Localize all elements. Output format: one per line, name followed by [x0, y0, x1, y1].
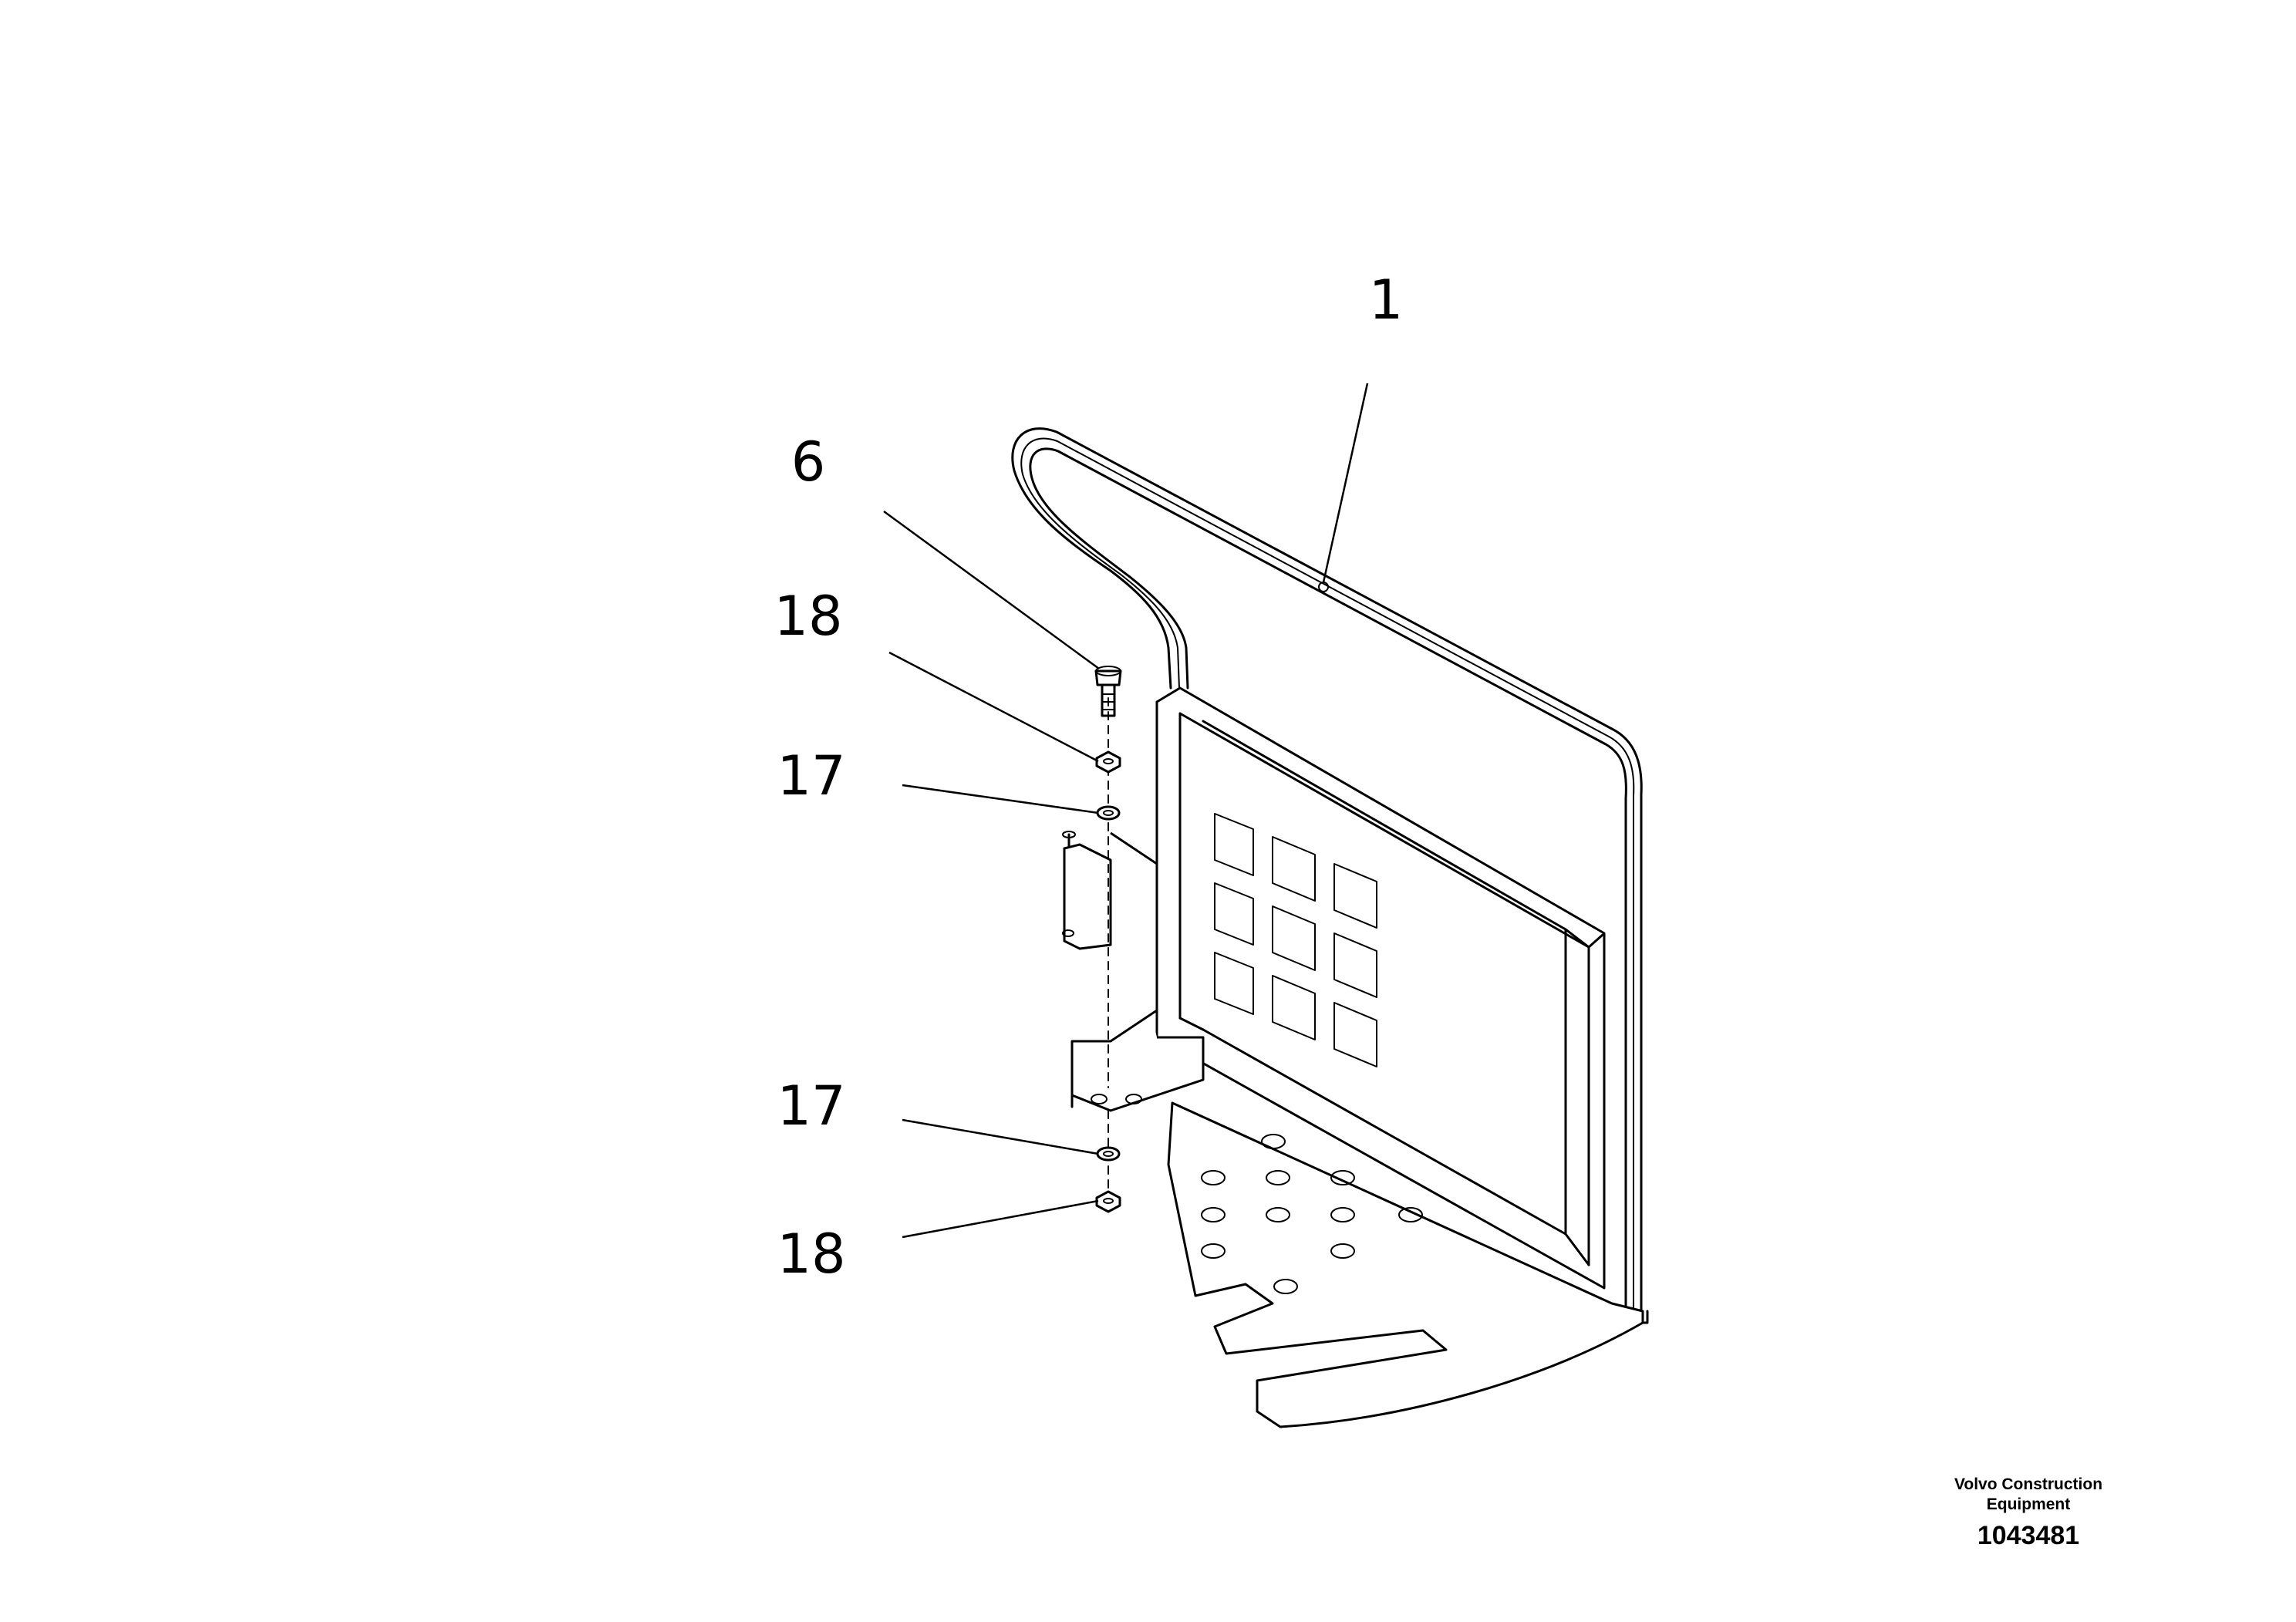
bolt	[1094, 666, 1122, 717]
leader-lines	[883, 383, 1369, 1239]
leader-6	[883, 510, 1100, 670]
leader-18-upper	[888, 651, 1099, 763]
washer-lower	[1096, 1146, 1121, 1162]
callout-17-upper: 17	[777, 744, 845, 808]
brand-line-2: Equipment	[1987, 1496, 2071, 1513]
callout-1: 1	[1369, 268, 1404, 332]
leader-1	[1322, 383, 1369, 583]
nut-upper	[1095, 750, 1121, 774]
washer-upper	[1096, 805, 1121, 821]
drawing-number: 1043481	[1977, 1521, 2079, 1550]
floor-plate-holes	[1201, 1134, 1423, 1294]
leader-18-lower	[902, 1199, 1099, 1239]
panel-window-grid	[1214, 813, 1377, 1067]
mounting-bracket	[1062, 831, 1205, 1112]
leader-17-upper	[902, 784, 1099, 814]
leader-17-lower	[902, 1118, 1099, 1155]
callout-18-upper: 18	[774, 585, 842, 648]
callout-17-lower: 17	[777, 1074, 845, 1138]
handrail	[1011, 427, 1649, 1324]
brand-block: Volvo Construction Equipment 1043481	[1954, 1475, 2102, 1550]
panel	[1155, 686, 1606, 1290]
nut-lower	[1095, 1190, 1121, 1213]
fasteners	[1094, 666, 1122, 1213]
callouts: 1 6 18 17 17 18	[774, 268, 1403, 1286]
floor-plate	[1167, 1101, 1644, 1428]
brand-line-1: Volvo Construction	[1954, 1475, 2102, 1493]
callout-18-lower: 18	[777, 1222, 845, 1286]
callout-6: 6	[791, 430, 826, 494]
